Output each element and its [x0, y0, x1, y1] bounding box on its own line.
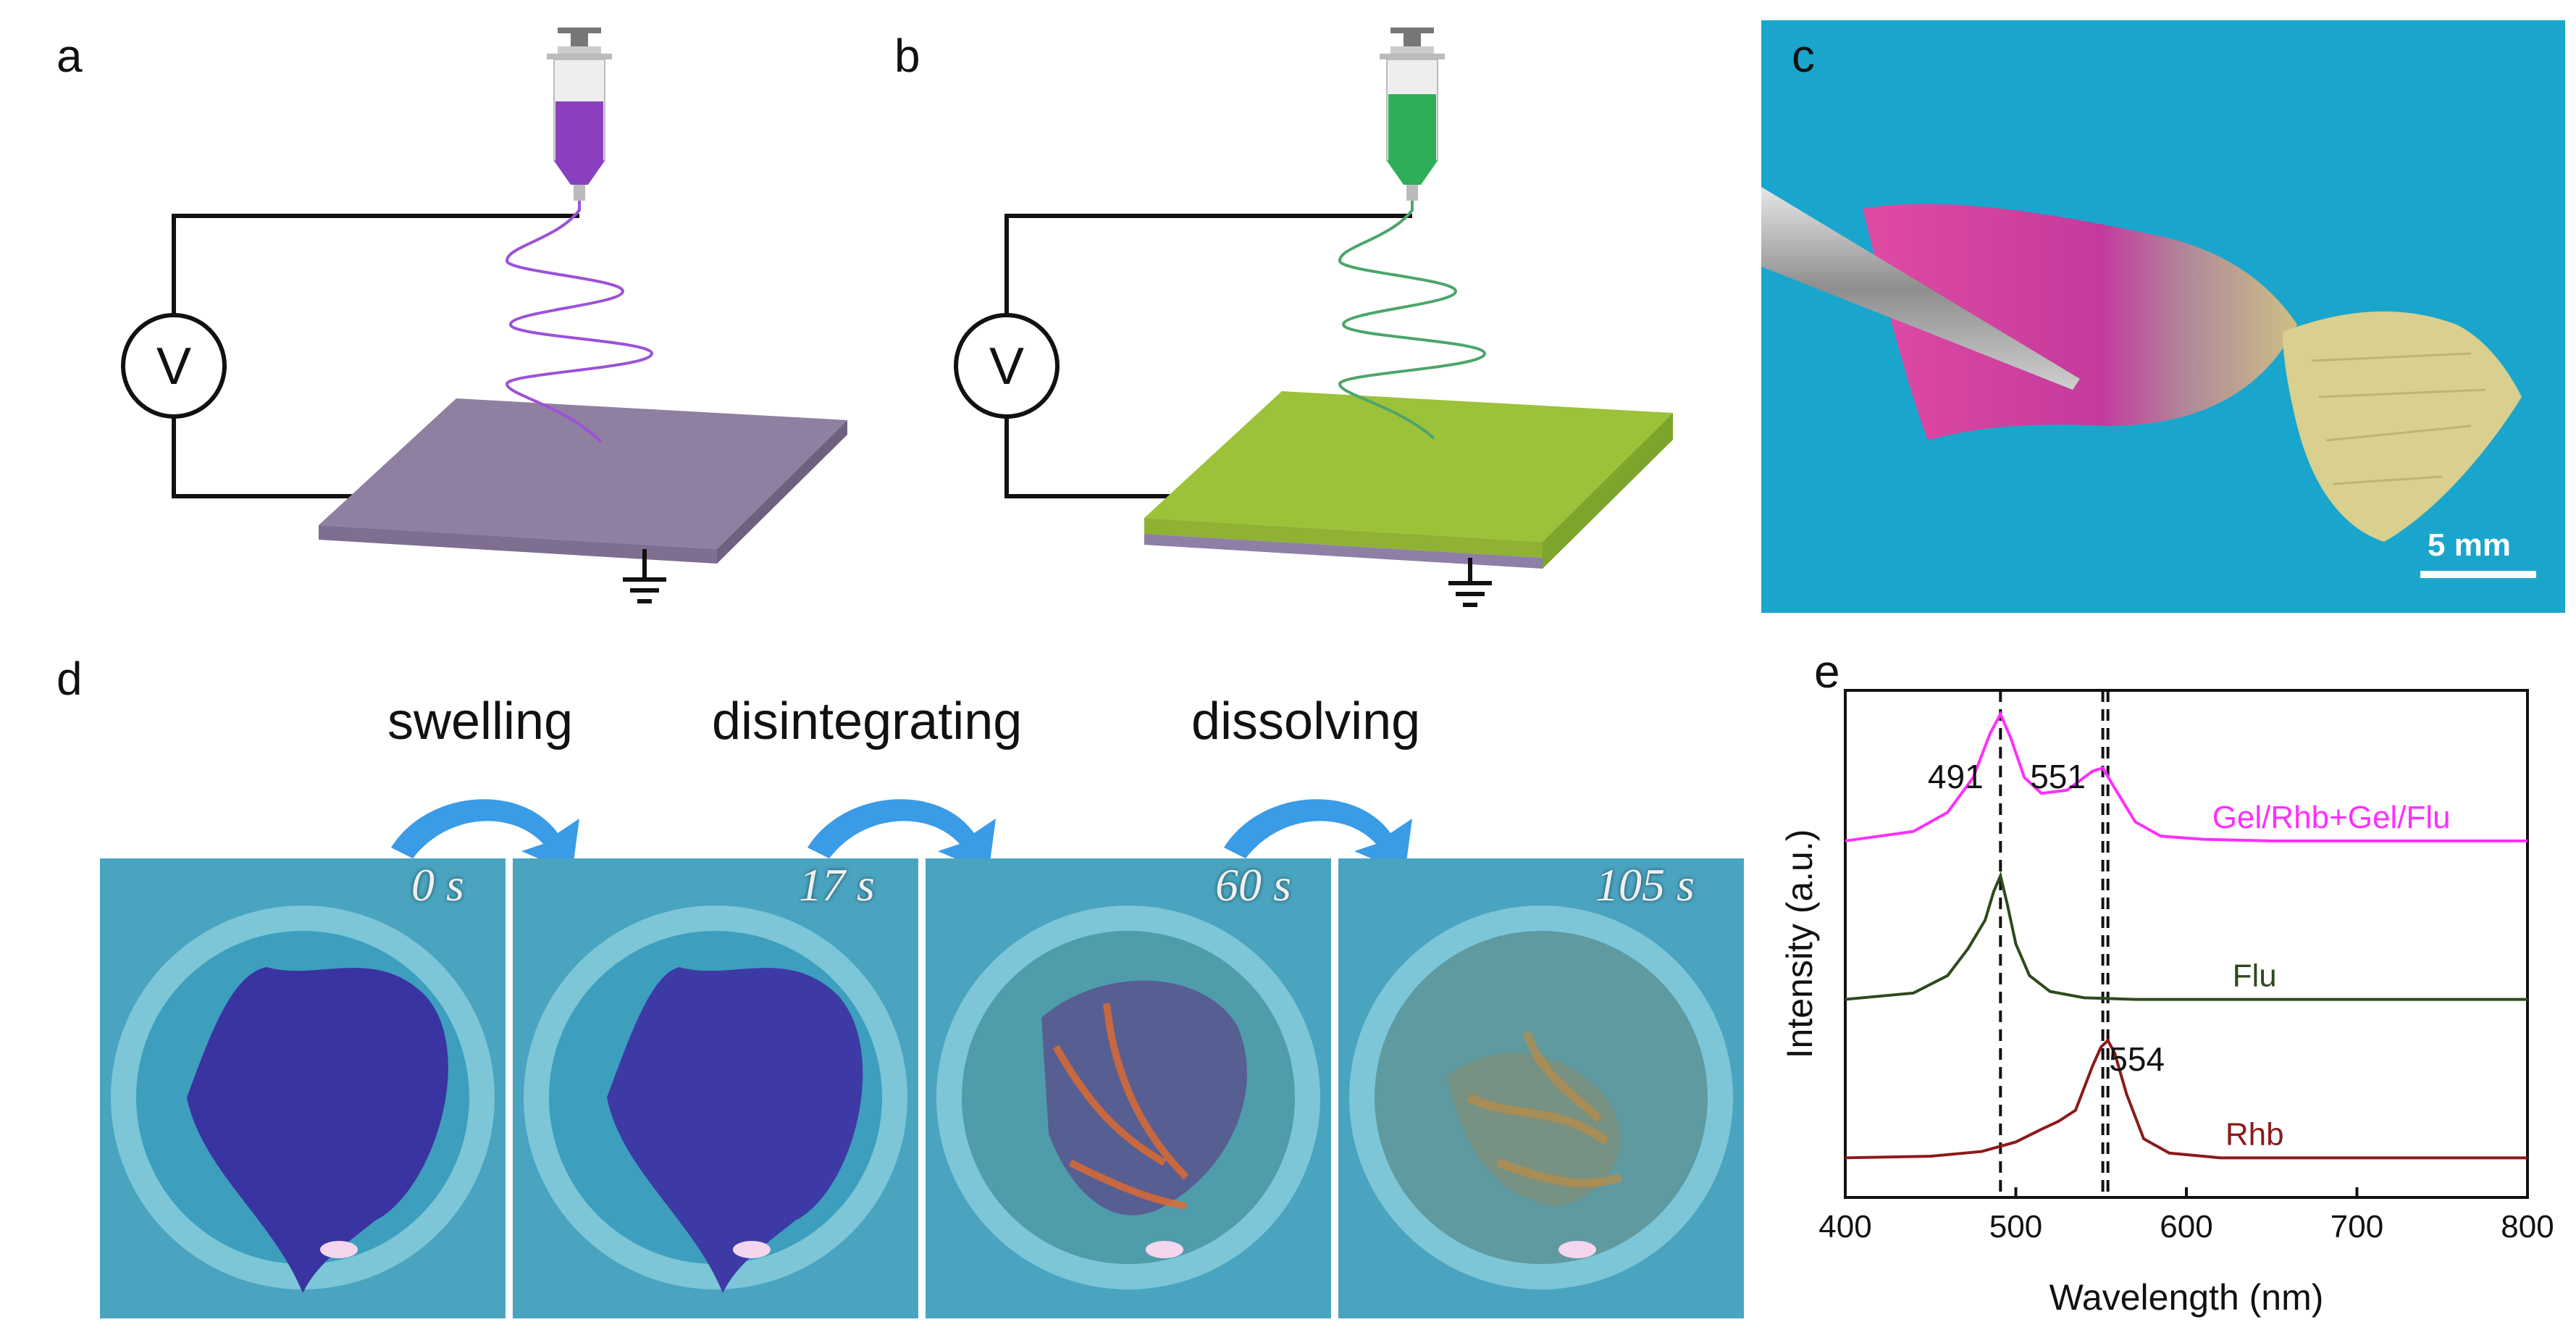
series-line-Gel/Rhb+Gel/Flu [1845, 711, 2527, 842]
timestamp-0s: 0 s [411, 859, 464, 911]
timestamp-17s: 17 s [799, 859, 875, 911]
series-label-Rhb: Rhb [2225, 1116, 2284, 1152]
curved-arrow-icon [1224, 799, 1412, 873]
panel-letter-b: b [894, 30, 920, 82]
voltmeter-label: V [156, 338, 191, 396]
annotation-491: 491 [1928, 758, 1984, 795]
series-line-Flu [1845, 871, 2527, 1001]
x-tick-label-400: 400 [1818, 1209, 1871, 1245]
panel-letter-a: a [56, 30, 83, 82]
voltmeter-label: V [989, 338, 1024, 396]
annotation-554: 554 [2109, 1040, 2165, 1078]
electrospinning-diagram-b: V [954, 28, 1673, 607]
voltmeter-icon [121, 313, 227, 419]
y-axis-label: Intensity (a.u.) [1779, 829, 1820, 1059]
series-label-Flu: Flu [2233, 958, 2277, 994]
panel-letter-e: e [1814, 645, 1840, 698]
x-tick-label-600: 600 [2160, 1209, 2212, 1245]
curved-arrow-icon [807, 799, 996, 873]
photo-bilayer-film: c 5 mm [1761, 20, 2565, 613]
timestamp-105s: 105 s [1595, 859, 1695, 911]
series-line-Rhb [1845, 1038, 2527, 1160]
panel-letter-c: c [1792, 30, 1815, 82]
annotation-551: 551 [2030, 758, 2086, 795]
series-label-Gel/Rhb+Gel/Flu: Gel/Rhb+Gel/Flu [2212, 800, 2451, 835]
dish-photo-0s: 0 s [100, 858, 505, 1318]
stage-label-dissolving: dissolving [1191, 693, 1421, 750]
scale-bar-label: 5 mm [2428, 527, 2511, 563]
electrospinning-diagram-a: V [121, 28, 847, 603]
timestamp-60s: 60 s [1215, 859, 1291, 911]
stage-label-disintegrating: disintegrating [712, 693, 1023, 750]
x-tick-label-700: 700 [2330, 1209, 2383, 1245]
fluorescence-chart: 400 500 600 700 800 491 551 554 Gel/Rhb+Gel/Fl… [1779, 689, 2554, 1318]
tweezer-icon [1761, 187, 2080, 390]
panel-letter-d: d [56, 653, 83, 705]
dish-photo-105s: 105 s [1338, 858, 1744, 1318]
dish-photo-17s: 17 s [513, 858, 918, 1318]
stage-label-swelling: swelling [387, 693, 574, 750]
curved-arrow-icon [391, 799, 579, 873]
scale-bar [2420, 571, 2536, 578]
voltmeter-icon [954, 313, 1060, 419]
x-tick-label-500: 500 [1989, 1209, 2042, 1245]
syringe-icon-purple [547, 28, 612, 201]
x-axis-label: Wavelength (nm) [2050, 1277, 2324, 1318]
dish-photo-60s: 60 s [926, 858, 1331, 1318]
x-tick-label-800: 800 [2501, 1209, 2554, 1245]
syringe-icon-green [1380, 28, 1445, 201]
